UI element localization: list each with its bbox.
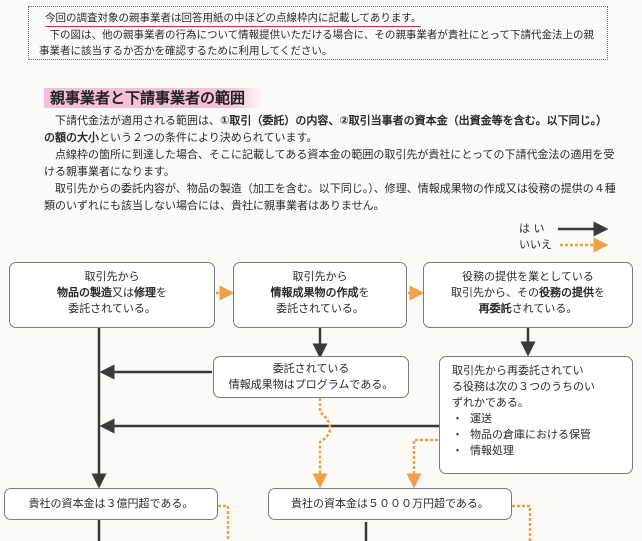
service-type-item: ・ 物品の倉庫における保管 — [452, 428, 591, 441]
notice-line-2: 下の図は、他の親事業者の行為について情報提供いただける場合に、その親事業者が貴社… — [39, 29, 595, 57]
arrow-cap300-no — [218, 504, 230, 541]
arrow-program-no — [312, 398, 332, 489]
intro-paragraph-3: 取引先からの委託内容が、物品の製造（加工を含む。以下同じ。）、修理、情報成果物の… — [44, 182, 616, 212]
notice-line-1: 今回の調査対象の親事業者は回答用紙の中ほどの点線枠内に記載してあります。 — [45, 10, 422, 27]
notice-box: 今回の調査対象の親事業者は回答用紙の中ほどの点線枠内に記載してあります。 下の図… — [28, 6, 608, 60]
arrow-cap50-no — [512, 504, 532, 541]
box-service-types: 取引先から再委託されてい る役務は次の３つのうちのい ずれかである。 ・ 運送 … — [439, 356, 633, 474]
intro-text: 下請代金法が適用される範囲は、①取引（委託）の内容、②取引当事者の資本金（出資金… — [44, 112, 616, 214]
intro-paragraph-2: 点線枠の箇所に到達した場合、そこに記載してある資本金の範囲の取引先が貴社にとって… — [44, 148, 615, 178]
service-type-item: ・ 情報処理 — [452, 444, 514, 457]
box-info-product: 取引先から 情報成果物の作成を 委託されている。 — [233, 262, 407, 328]
box-program-check: 委託されている 情報成果物はプログラムである。 — [213, 356, 409, 398]
box-capital-50m: 貴社の資本金は５０００万円超である。 — [268, 488, 512, 520]
box-capital-300m: 貴社の資本金は３億円超である。 — [4, 488, 218, 520]
box-service-provision: 役務の提供を業としている 取引先から、その役務の提供を 再委託されている。 — [423, 262, 633, 328]
intro-paragraph-1: 下請代金法が適用される範囲は、①取引（委託）の内容、②取引当事者の資本金（出資金… — [44, 114, 608, 144]
section-title: 親事業者と下請事業者の範囲 — [44, 88, 264, 108]
arrow-service-types-no — [406, 438, 438, 489]
service-type-item: ・ 運送 — [452, 412, 492, 425]
box-goods-manufacture: 取引先から 物品の製造又は修理を 委託されている。 — [9, 262, 215, 328]
legend-no-label: いいえ — [519, 238, 552, 251]
legend-yes-label: は い — [519, 222, 545, 235]
